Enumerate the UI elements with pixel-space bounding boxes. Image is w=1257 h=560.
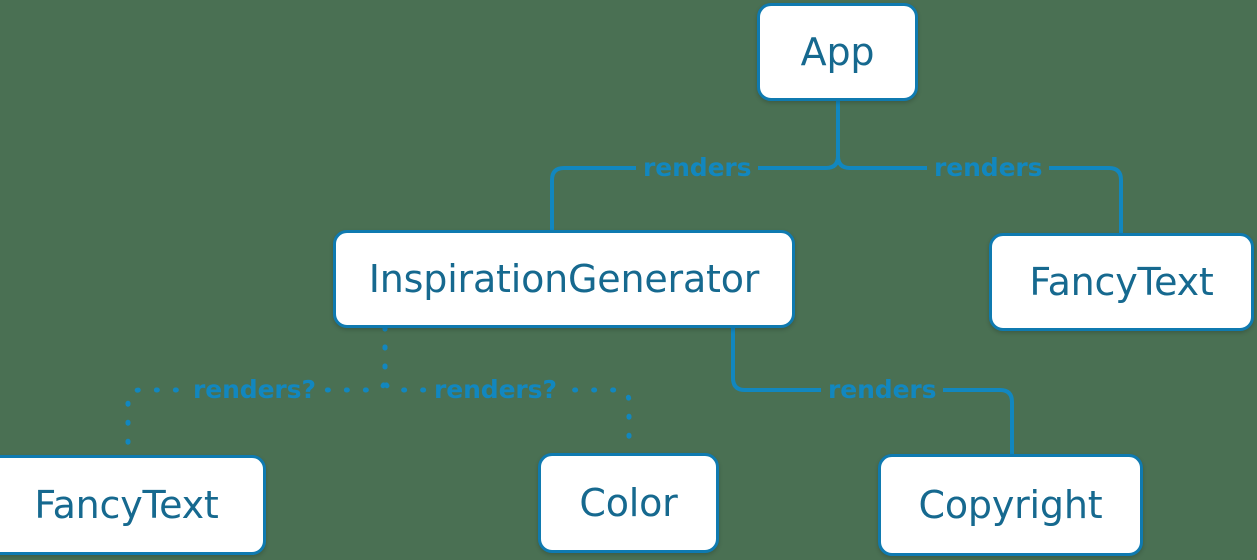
- edge-ig-to-color: [382, 325, 632, 456]
- edge-ig-to-fancytext-bottom: [125, 325, 388, 458]
- edge-label-renders-question-left: renders?: [186, 377, 323, 402]
- node-inspiration-generator[interactable]: InspirationGenerator: [333, 230, 795, 328]
- edge-label-renders-left-top: renders: [636, 155, 759, 180]
- node-copyright[interactable]: Copyright: [878, 454, 1143, 556]
- edge-label-renders-question-right: renders?: [427, 377, 564, 402]
- edge-label-renders-bottom: renders: [821, 377, 944, 402]
- node-fancytext-top[interactable]: FancyText: [989, 233, 1254, 331]
- node-color[interactable]: Color: [538, 453, 719, 553]
- node-fancytext-bottom[interactable]: FancyText: [0, 455, 266, 555]
- edge-label-renders-right-top: renders: [927, 155, 1050, 180]
- node-app[interactable]: App: [757, 3, 918, 101]
